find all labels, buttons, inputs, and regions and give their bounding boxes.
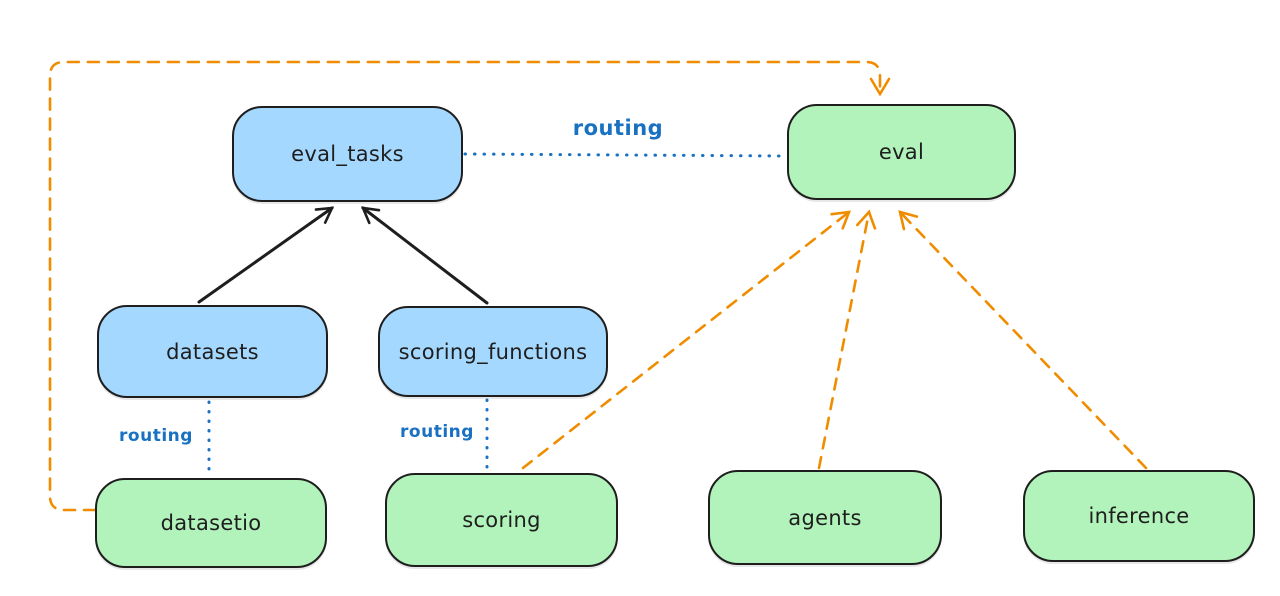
edge-inference-to-eval xyxy=(898,210,1148,470)
edge-datasets-to-eval-tasks xyxy=(197,206,335,304)
node-eval: eval xyxy=(787,104,1016,200)
edge-label-routing-datasets: routing xyxy=(119,426,193,446)
node-inference: inference xyxy=(1023,470,1255,562)
edge-eval-tasks-to-eval-routing xyxy=(463,152,788,158)
node-scoring-functions: scoring_functions xyxy=(378,306,608,397)
node-datasets-label: datasets xyxy=(166,339,259,364)
node-eval-label: eval xyxy=(878,140,925,164)
edge-scoring-functions-to-eval-tasks xyxy=(360,206,489,305)
edge-label-routing-scoring: routing xyxy=(400,422,474,442)
node-agents: agents xyxy=(708,470,942,565)
node-eval-tasks: eval_tasks xyxy=(232,106,463,202)
node-datasetio-label: datasetio xyxy=(160,511,262,535)
node-eval-tasks-label: eval_tasks xyxy=(291,142,404,166)
node-scoring: scoring xyxy=(385,473,618,567)
node-datasetio: datasetio xyxy=(95,478,327,568)
node-inference-label: inference xyxy=(1088,504,1190,528)
edge-label-routing-top: routing xyxy=(572,116,664,140)
node-scoring-label: scoring xyxy=(462,508,541,532)
node-scoring-functions-label: scoring_functions xyxy=(398,339,588,364)
node-datasets: datasets xyxy=(97,305,328,398)
edge-agents-to-eval xyxy=(817,209,877,470)
node-agents-label: agents xyxy=(788,505,862,530)
